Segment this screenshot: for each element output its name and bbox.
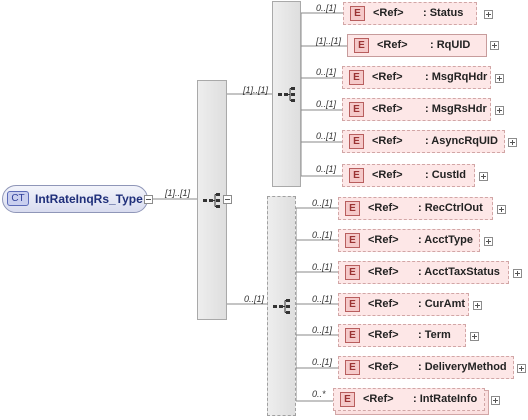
element-accttaxstatus[interactable]: E <Ref> : AcctTaxStatus [338, 261, 509, 284]
ref-label: <Ref> [368, 329, 399, 341]
lower-sequence-compositor[interactable] [267, 196, 296, 416]
element-name: : CustId [425, 169, 466, 181]
element-name: : AcctTaxStatus [418, 266, 500, 278]
element-badge: E [349, 102, 364, 117]
expand-icon[interactable] [495, 74, 504, 83]
element-cardinality: 0..[1] [316, 99, 337, 109]
expand-icon[interactable] [517, 364, 526, 373]
ref-label: <Ref> [372, 103, 403, 115]
ref-label: <Ref> [377, 39, 408, 51]
lower-sequence-cardinality: 0..[1] [244, 294, 265, 304]
element-cardinality: 0..[1] [312, 262, 333, 272]
element-name: : MsgRsHdr [425, 103, 487, 115]
expand-icon[interactable] [479, 172, 488, 181]
element-badge: E [345, 360, 360, 375]
expand-icon[interactable] [491, 396, 500, 405]
element-badge: E [349, 70, 364, 85]
element-cardinality: 0..[1] [312, 198, 333, 208]
element-msgrqhdr[interactable]: E <Ref> : MsgRqHdr [342, 66, 491, 89]
element-badge: E [340, 392, 355, 407]
upper-sequence-cardinality: [1]..[1] [243, 85, 269, 95]
complex-type-badge: CT [7, 191, 29, 206]
complex-type-node[interactable]: CT IntRateInqRs_Type [2, 185, 148, 213]
ref-label: <Ref> [368, 234, 399, 246]
element-badge: E [345, 265, 360, 280]
element-intrateinfo[interactable]: E <Ref> : IntRateInfo [333, 388, 485, 411]
expand-icon[interactable] [470, 332, 479, 341]
element-deliverymethod[interactable]: E <Ref> : DeliveryMethod [338, 356, 514, 379]
expand-icon[interactable] [473, 301, 482, 310]
expand-icon[interactable] [495, 106, 504, 115]
element-badge: E [345, 233, 360, 248]
element-name: : AsyncRqUID [425, 135, 498, 147]
sequence-icon [277, 87, 295, 102]
ref-label: <Ref> [373, 7, 404, 19]
expand-icon[interactable] [490, 41, 499, 50]
element-name: : RecCtrlOut [418, 202, 483, 214]
ref-label: <Ref> [372, 169, 403, 181]
element-cardinality: 0..[1] [316, 164, 337, 174]
element-badge: E [345, 328, 360, 343]
ref-label: <Ref> [363, 393, 394, 405]
expand-icon[interactable] [484, 237, 493, 246]
element-badge: E [349, 134, 364, 149]
element-term[interactable]: E <Ref> : Term [338, 324, 466, 347]
element-status[interactable]: E <Ref> : Status [343, 2, 477, 25]
element-cardinality: 0..[1] [316, 3, 337, 13]
element-cardinality: 0..[1] [312, 357, 333, 367]
element-name: : CurAmt [418, 298, 466, 310]
element-custid[interactable]: E <Ref> : CustId [342, 164, 475, 187]
element-curamt[interactable]: E <Ref> : CurAmt [338, 293, 469, 316]
element-cardinality: 0..* [312, 389, 326, 399]
element-name: : AcctType [418, 234, 474, 246]
complex-type-name: IntRateInqRs_Type [35, 192, 143, 206]
expand-icon[interactable] [484, 10, 493, 19]
element-name: : MsgRqHdr [425, 71, 488, 83]
element-cardinality: 0..[1] [312, 230, 333, 240]
element-badge: E [354, 38, 369, 53]
ref-label: <Ref> [372, 135, 403, 147]
element-badge: E [349, 168, 364, 183]
element-badge: E [345, 297, 360, 312]
element-name: : Status [423, 7, 464, 19]
ref-label: <Ref> [368, 202, 399, 214]
element-name: : Term [418, 329, 451, 341]
upper-sequence-compositor[interactable] [272, 1, 301, 187]
ref-label: <Ref> [368, 298, 399, 310]
element-accttype[interactable]: E <Ref> : AcctType [338, 229, 480, 252]
sequence-icon [203, 193, 220, 208]
element-badge: E [350, 6, 365, 21]
element-name: : RqUID [430, 39, 471, 51]
ref-label: <Ref> [368, 361, 399, 373]
collapse-toggle-icon[interactable] [144, 195, 153, 204]
element-asyncrquid[interactable]: E <Ref> : AsyncRqUID [342, 130, 505, 153]
element-cardinality: [1]..[1] [316, 36, 342, 46]
element-cardinality: 0..[1] [316, 131, 337, 141]
ref-label: <Ref> [372, 71, 403, 83]
element-name: : DeliveryMethod [418, 361, 507, 373]
main-sequence-collapse-icon[interactable] [223, 195, 232, 204]
element-badge: E [345, 201, 360, 216]
expand-icon[interactable] [513, 269, 522, 278]
root-cardinality: [1]..[1] [165, 188, 191, 198]
sequence-icon [272, 299, 290, 314]
element-msgrshdr[interactable]: E <Ref> : MsgRsHdr [342, 98, 491, 121]
element-rquid[interactable]: E <Ref> : RqUID [347, 34, 487, 57]
expand-icon[interactable] [508, 138, 517, 147]
expand-icon[interactable] [497, 205, 506, 214]
element-cardinality: 0..[1] [312, 294, 333, 304]
element-name: : IntRateInfo [413, 393, 478, 405]
ref-label: <Ref> [368, 266, 399, 278]
element-recctrlout[interactable]: E <Ref> : RecCtrlOut [338, 197, 493, 220]
element-cardinality: 0..[1] [316, 67, 337, 77]
element-cardinality: 0..[1] [312, 325, 333, 335]
